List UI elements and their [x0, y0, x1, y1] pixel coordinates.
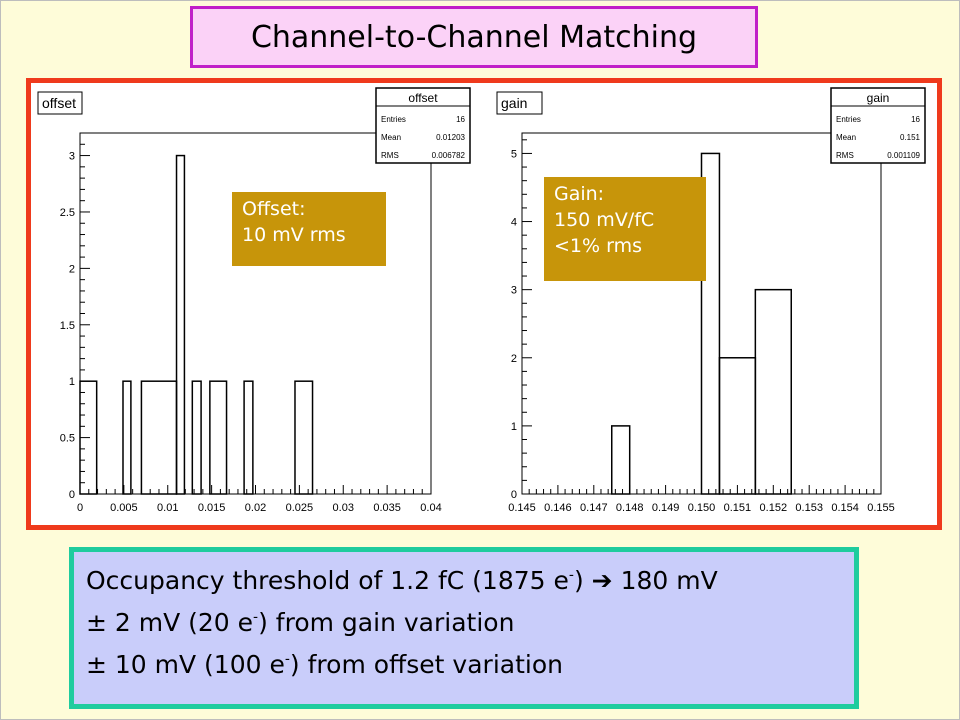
- offset-histogram-bin: [140, 380, 178, 495]
- gain-note-line-1: Gain:: [554, 183, 605, 205]
- gain-x-tick-label: 0.147: [580, 502, 608, 514]
- offset-histogram-bin: [191, 380, 202, 495]
- gain-y-tick-label: 0: [511, 489, 517, 501]
- threshold-info-box: Occupancy threshold of 1.2 fC (1875 e-) …: [69, 547, 859, 709]
- gain-variation-line: ± 2 mV (20 e-) from gain variation: [86, 602, 842, 644]
- offset-histogram-bin: [122, 380, 132, 495]
- offset-stats-title: offset: [408, 91, 438, 105]
- gain-y-tick-label: 1: [511, 421, 517, 433]
- offset-x-tick-label: 0.035: [373, 502, 401, 514]
- gain-stats-title: gain: [867, 91, 890, 105]
- offset-x-tick-label: 0.03: [333, 502, 354, 514]
- offset-y-tick-label: 3: [69, 151, 75, 163]
- gain-variation-text: ± 2 mV (20 e: [86, 608, 254, 637]
- offset-y-tick-label: 2: [69, 263, 75, 275]
- offset-histogram-bin: [209, 380, 228, 495]
- offset-note: Offset: 10 mV rms: [232, 192, 386, 266]
- offset-stats-label: Entries: [381, 115, 406, 124]
- offset-x-tick-label: 0.025: [286, 502, 314, 514]
- offset-variation-suffix: ) from offset variation: [289, 650, 563, 679]
- gain-y-tick-label: 3: [511, 285, 517, 297]
- threshold-text: Occupancy threshold of 1.2 fC (1875 e: [86, 566, 569, 595]
- offset-histogram-bin: [243, 380, 254, 495]
- gain-histogram-bin: [718, 357, 757, 495]
- offset-stats-value: 0.006782: [432, 151, 466, 160]
- offset-y-tick-label: 2.5: [60, 207, 75, 219]
- gain-x-tick-label: 0.155: [867, 502, 895, 514]
- gain-variation-suffix: ) from gain variation: [258, 608, 515, 637]
- gain-stats-value: 16: [911, 115, 920, 124]
- threshold-line: Occupancy threshold of 1.2 fC (1875 e-) …: [86, 560, 842, 602]
- gain-histogram-bin: [611, 425, 631, 495]
- electron-superscript: -: [284, 651, 290, 668]
- gain-x-tick-label: 0.146: [544, 502, 572, 514]
- gain-title-box: [496, 91, 543, 115]
- offset-x-tick-label: 0: [77, 502, 83, 514]
- arrow-icon: ➔: [591, 566, 613, 595]
- offset-note-line-2: 10 mV rms: [242, 224, 346, 246]
- offset-title-box: [37, 91, 83, 115]
- gain-note-line-2: 150 mV/fC: [554, 209, 655, 231]
- gain-stats-value: 0.151: [900, 133, 921, 142]
- offset-y-tick-label: 0: [69, 489, 75, 501]
- offset-plot-frame: [79, 132, 432, 495]
- offset-stats-value: 16: [456, 115, 465, 124]
- gain-y-tick-label: 5: [511, 148, 517, 160]
- offset-x-tick-label: 0.01: [157, 502, 178, 514]
- offset-x-tick-label: 0.005: [110, 502, 138, 514]
- offset-stats-label: RMS: [381, 151, 399, 160]
- electron-superscript: -: [568, 567, 574, 584]
- offset-stats-value: 0.01203: [436, 133, 465, 142]
- gain-x-tick-label: 0.145: [508, 502, 536, 514]
- offset-title: offset: [42, 95, 76, 111]
- offset-histogram-bin: [294, 380, 314, 495]
- electron-superscript: -: [253, 609, 259, 626]
- gain-histogram-bin: [700, 152, 721, 495]
- gain-stats-label: Entries: [836, 115, 861, 124]
- offset-x-tick-label: 0.02: [245, 502, 266, 514]
- offset-stats-box: [375, 87, 471, 164]
- gain-y-tick-label: 2: [511, 353, 517, 365]
- offset-stats-label: Mean: [381, 133, 401, 142]
- offset-histogram-bin: [175, 154, 186, 495]
- gain-stats-box: [830, 87, 926, 164]
- threshold-close-paren: ): [573, 566, 584, 595]
- gain-x-tick-label: 0.149: [652, 502, 680, 514]
- offset-y-tick-label: 1: [69, 376, 75, 388]
- gain-title: gain: [501, 95, 527, 111]
- gain-note-line-3: <1% rms: [554, 235, 642, 257]
- offset-x-tick-label: 0.015: [198, 502, 226, 514]
- gain-stats-value: 0.001109: [887, 151, 920, 160]
- gain-x-tick-label: 0.153: [795, 502, 823, 514]
- offset-histogram-bin: [79, 380, 98, 495]
- offset-note-line-1: Offset:: [242, 198, 306, 220]
- gain-x-tick-label: 0.154: [831, 502, 859, 514]
- threshold-value: 180 mV: [620, 566, 718, 595]
- gain-note: Gain: 150 mV/fC <1% rms: [544, 177, 706, 281]
- gain-x-tick-label: 0.148: [616, 502, 644, 514]
- histogram-figure: offset 0 0.005 0.01 0.015 0.02 0.025 0.03 0.035 0…: [26, 78, 942, 530]
- offset-x-tick-label: 0.04: [420, 502, 441, 514]
- offset-variation-line: ± 10 mV (100 e-) from offset variation: [86, 644, 842, 686]
- gain-y-tick-label: 4: [511, 217, 517, 229]
- slide-title: Channel-to-Channel Matching: [190, 6, 758, 68]
- gain-histogram-bin: [754, 288, 792, 495]
- offset-y-tick-label: 1.5: [60, 320, 75, 332]
- gain-x-tick-label: 0.152: [760, 502, 788, 514]
- offset-variation-text: ± 10 mV (100 e: [86, 650, 285, 679]
- gain-x-tick-label: 0.151: [724, 502, 752, 514]
- gain-x-tick-label: 0.150: [688, 502, 716, 514]
- gain-stats-label: RMS: [836, 151, 854, 160]
- offset-y-tick-label: 0.5: [60, 433, 75, 445]
- histogram-canvas: offset 0 0.005 0.01 0.015 0.02 0.025 0.03 0.035 0…: [37, 87, 926, 514]
- gain-stats-label: Mean: [836, 133, 856, 142]
